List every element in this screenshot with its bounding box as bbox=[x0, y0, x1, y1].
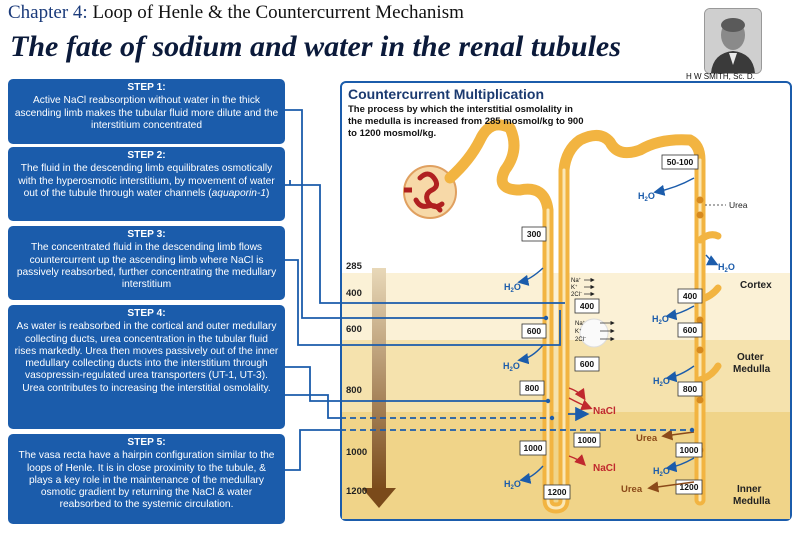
step-2-title: STEP 2: bbox=[127, 150, 166, 161]
step-1-box: STEP 1: Active NaCl reabsorption without… bbox=[8, 79, 285, 144]
h2o-label-5: H2O bbox=[718, 262, 735, 274]
nacl-label-2: NaCl bbox=[593, 463, 616, 474]
cotransporter-channel bbox=[579, 318, 609, 348]
step-1-title: STEP 1: bbox=[127, 82, 166, 93]
svg-text:K+: K+ bbox=[571, 283, 578, 291]
svg-text:2Cl−: 2Cl− bbox=[575, 335, 587, 343]
step-3-text: The concentrated fluid in the descending… bbox=[16, 242, 277, 291]
step-4-title: STEP 4: bbox=[127, 308, 166, 319]
value-asc-600: 600 bbox=[580, 359, 594, 369]
urea-label-1: Urea bbox=[636, 433, 658, 444]
step-5-box: STEP 5: The vasa recta have a hairpin co… bbox=[8, 434, 285, 524]
step-2-box: STEP 2: The fluid in the descending limb… bbox=[8, 147, 285, 221]
scale-285: 285 bbox=[346, 261, 363, 272]
dashed-connectors bbox=[340, 417, 692, 431]
step-5-title: STEP 5: bbox=[127, 437, 166, 448]
value-desc-600: 600 bbox=[527, 326, 541, 336]
panel-description: The process by which the interstitial os… bbox=[348, 104, 584, 139]
scale-400: 400 bbox=[346, 288, 362, 299]
value-asc-400: 400 bbox=[580, 301, 594, 311]
nacl-label-1: NaCl bbox=[593, 406, 616, 417]
value-asc-1000: 1000 bbox=[578, 435, 597, 445]
panel-title: Countercurrent Multiplication bbox=[348, 86, 544, 102]
value-desc-1200: 1200 bbox=[548, 487, 567, 497]
h2o-label-3: H2O bbox=[504, 479, 521, 491]
zone-outer-medulla: Outer bbox=[737, 352, 764, 363]
value-desc-800: 800 bbox=[525, 383, 539, 393]
h2o-label-2: H2O bbox=[503, 361, 520, 373]
svg-text:Na+: Na+ bbox=[575, 319, 586, 327]
page-title: The fate of sodium and water in the rena… bbox=[10, 30, 621, 63]
value-cd-1000: 1000 bbox=[680, 445, 699, 455]
chapter-title: Loop of Henle & the Countercurrent Mecha… bbox=[92, 2, 464, 23]
step-1-text: Active NaCl reabsorption without water i… bbox=[14, 95, 279, 131]
step-3-title: STEP 3: bbox=[127, 229, 166, 240]
step-5-text: The vasa recta have a hairpin configurat… bbox=[18, 450, 275, 511]
value-top: 300 bbox=[527, 229, 541, 239]
h2o-label-4: H2O bbox=[638, 191, 655, 203]
step-2-text-main: The fluid in the descending limb equilib… bbox=[18, 163, 275, 199]
zone-inner-medulla-2: Medulla bbox=[733, 496, 771, 507]
scale-800: 800 bbox=[346, 385, 362, 396]
value-cd-600: 600 bbox=[683, 325, 697, 335]
urea-label-top: Urea bbox=[729, 200, 748, 210]
value-cd-400: 400 bbox=[683, 291, 697, 301]
value-cd-top: 50-100 bbox=[667, 157, 694, 167]
scale-1200: 1200 bbox=[346, 486, 367, 497]
step-2-text: The fluid in the descending limb equilib… bbox=[14, 163, 279, 200]
gradient-arrow-head bbox=[362, 488, 396, 508]
portrait-caption: H W SMITH, Sc. D. bbox=[686, 72, 755, 81]
step-4-box: STEP 4: As water is reabsorbed in the co… bbox=[8, 305, 285, 429]
chapter-heading: Chapter 4: Loop of Henle & the Countercu… bbox=[8, 2, 464, 24]
portrait-photo bbox=[704, 8, 762, 74]
step-connectors bbox=[285, 109, 565, 471]
urea-label-2: Urea bbox=[621, 484, 643, 495]
step-4-text: As water is reabsorbed in the cortical a… bbox=[14, 321, 279, 394]
value-cd-800: 800 bbox=[683, 384, 697, 394]
chapter-number: Chapter 4: bbox=[8, 2, 88, 23]
scale-1000: 1000 bbox=[346, 447, 367, 458]
svg-text:K+: K+ bbox=[575, 327, 582, 335]
svg-text:2Cl−: 2Cl− bbox=[571, 290, 583, 298]
zone-inner-medulla: Inner bbox=[737, 484, 762, 495]
zone-outer-medulla-2: Medulla bbox=[733, 364, 771, 375]
value-cd-1200: 1200 bbox=[680, 482, 699, 492]
svg-text:Na+: Na+ bbox=[571, 276, 582, 284]
step-2-text-end: ) bbox=[266, 187, 270, 199]
gradient-arrow-shaft bbox=[372, 268, 386, 490]
h2o-label-1: H2O bbox=[504, 282, 521, 294]
zone-cortex: Cortex bbox=[740, 280, 772, 291]
step-2-text-italic: aquaporin-1 bbox=[211, 187, 266, 199]
step-3-box: STEP 3: The concentrated fluid in the de… bbox=[8, 226, 285, 300]
value-desc-1000: 1000 bbox=[524, 443, 543, 453]
scale-600: 600 bbox=[346, 324, 362, 335]
